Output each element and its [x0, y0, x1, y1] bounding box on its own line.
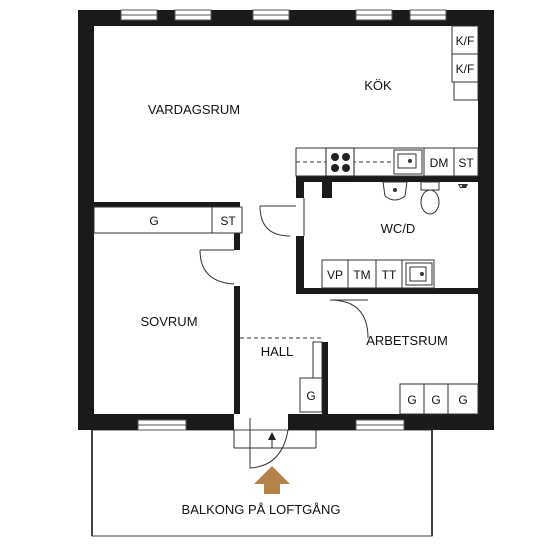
windows-top	[120, 9, 447, 21]
kitchen-counter	[295, 147, 479, 177]
stove-icon	[325, 147, 355, 177]
fixture-label-kf-1: K/F	[456, 34, 475, 48]
doors	[199, 198, 369, 469]
room-label-kok: KÖK	[364, 78, 392, 93]
workroom-wardrobes	[399, 383, 479, 415]
utility-sink-icon	[405, 262, 433, 286]
washbasin-icon	[382, 181, 408, 201]
room-label-hall: HALL	[261, 344, 294, 359]
entrance-arrow-icon	[254, 466, 290, 494]
wc-fixtures	[321, 181, 468, 289]
room-label-arbetsrum: ARBETSRUM	[366, 333, 448, 348]
bedroom-wardrobe	[93, 206, 243, 234]
fixture-label-tt: TT	[382, 268, 397, 282]
fixture-label-g-work-3: G	[458, 393, 467, 407]
fixture-label-vp: VP	[327, 268, 343, 282]
fixture-label-st-bedroom: ST	[220, 214, 236, 228]
shower-icon	[458, 184, 468, 188]
windows-bottom	[137, 419, 405, 431]
entrance-inner-arrow-icon	[268, 432, 276, 440]
fixture-label-g-work-2: G	[431, 393, 440, 407]
room-label-balkong: BALKONG PÅ LOFTGÅNG	[182, 502, 341, 517]
toilet-icon	[420, 181, 440, 215]
balcony	[91, 429, 433, 537]
room-label-sovrum: SOVRUM	[140, 314, 197, 329]
room-label-vardagsrum: VARDAGSRUM	[148, 102, 240, 117]
room-label-wc: WC/D	[381, 221, 416, 236]
fixture-label-g-wardrobe: G	[149, 214, 158, 228]
fixture-label-g-hall: G	[306, 389, 315, 403]
fixture-label-g-work-1: G	[407, 393, 416, 407]
hall-wardrobe	[299, 341, 323, 413]
fixture-label-dm: DM	[430, 156, 449, 170]
fixture-label-tm: TM	[353, 268, 370, 282]
fixture-label-kf-2: K/F	[456, 62, 475, 76]
fixture-label-st-kitchen: ST	[458, 156, 474, 170]
fridge-column	[451, 25, 479, 101]
